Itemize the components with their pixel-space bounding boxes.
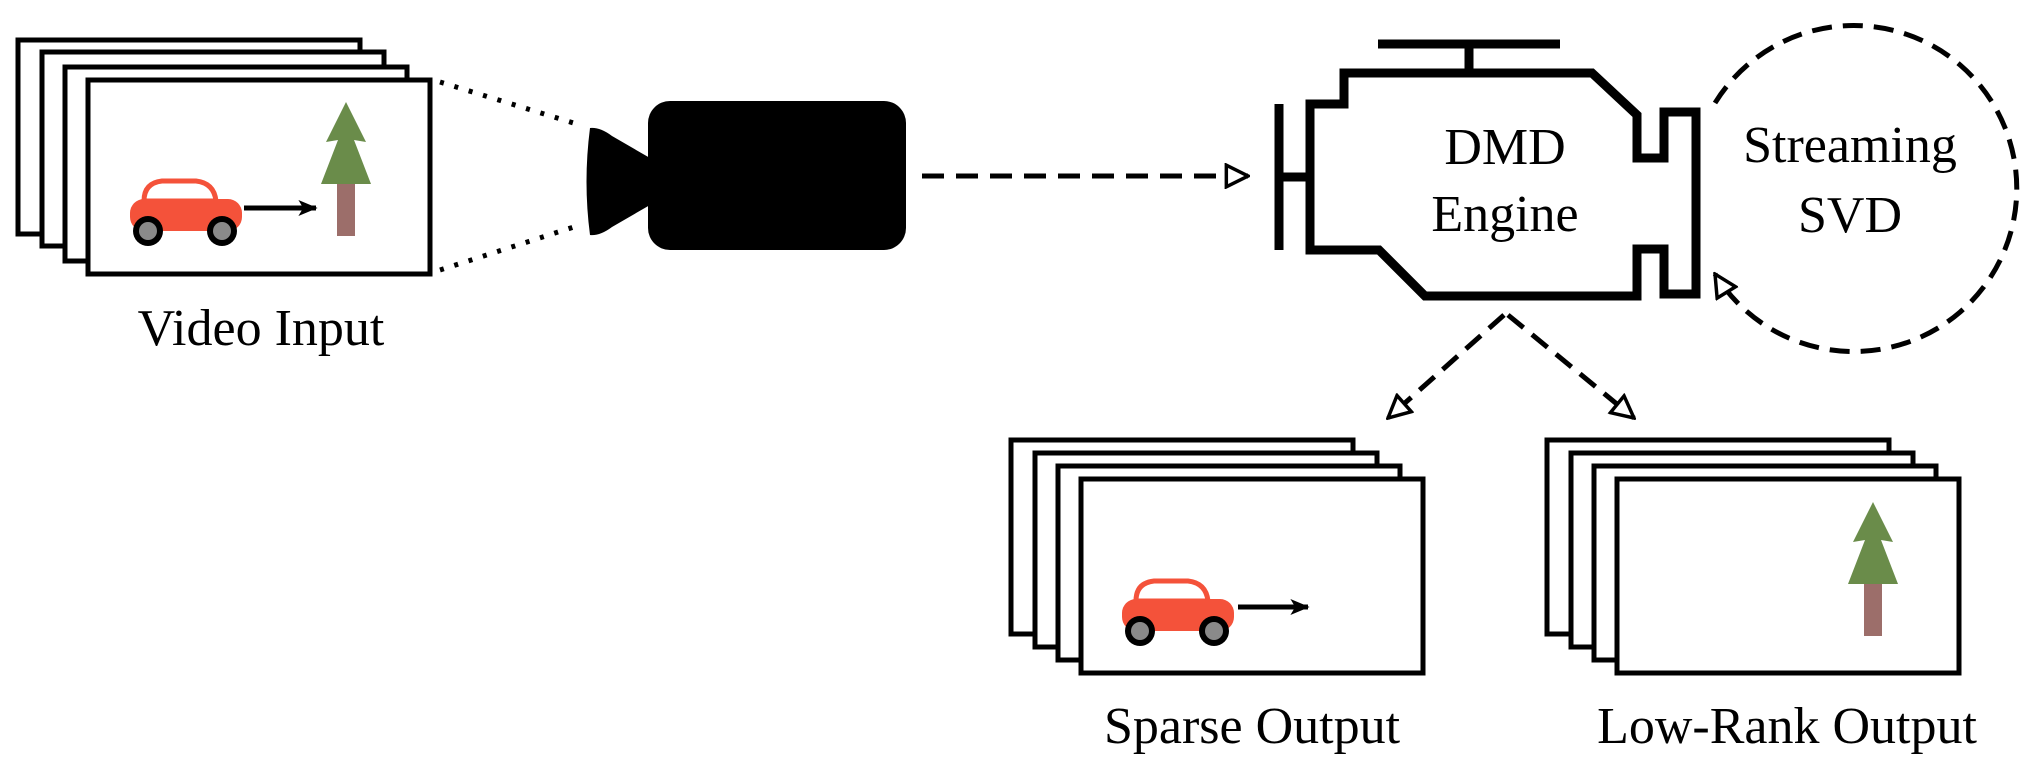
video-camera-icon — [586, 101, 906, 250]
streaming-svd-loop — [1712, 23, 2020, 354]
dmd-engine-label-line2: Engine — [1431, 186, 1578, 243]
streaming-svd-label-line2: SVD — [1798, 187, 1902, 244]
video-frame-front — [85, 77, 433, 277]
sparse-frame-front — [1078, 476, 1426, 676]
streaming-svd-label-line1: Streaming — [1743, 117, 1957, 174]
projection-line-top — [439, 79, 581, 128]
projection-line-bottom — [439, 222, 581, 273]
video-input-label: Video Input — [138, 300, 385, 357]
low-rank-output-stack — [1544, 437, 1962, 676]
engine-icon — [1274, 39, 1701, 301]
dmd-engine-label-line1: DMD — [1444, 119, 1565, 176]
lowrank-frame-front — [1614, 476, 1962, 676]
sparse-output-label: Sparse Output — [1104, 698, 1401, 755]
engine-to-sparse-arrow — [1388, 313, 1506, 418]
low-rank-output-label: Low-Rank Output — [1597, 698, 1977, 755]
engine-to-lowrank-arrow — [1506, 313, 1634, 418]
